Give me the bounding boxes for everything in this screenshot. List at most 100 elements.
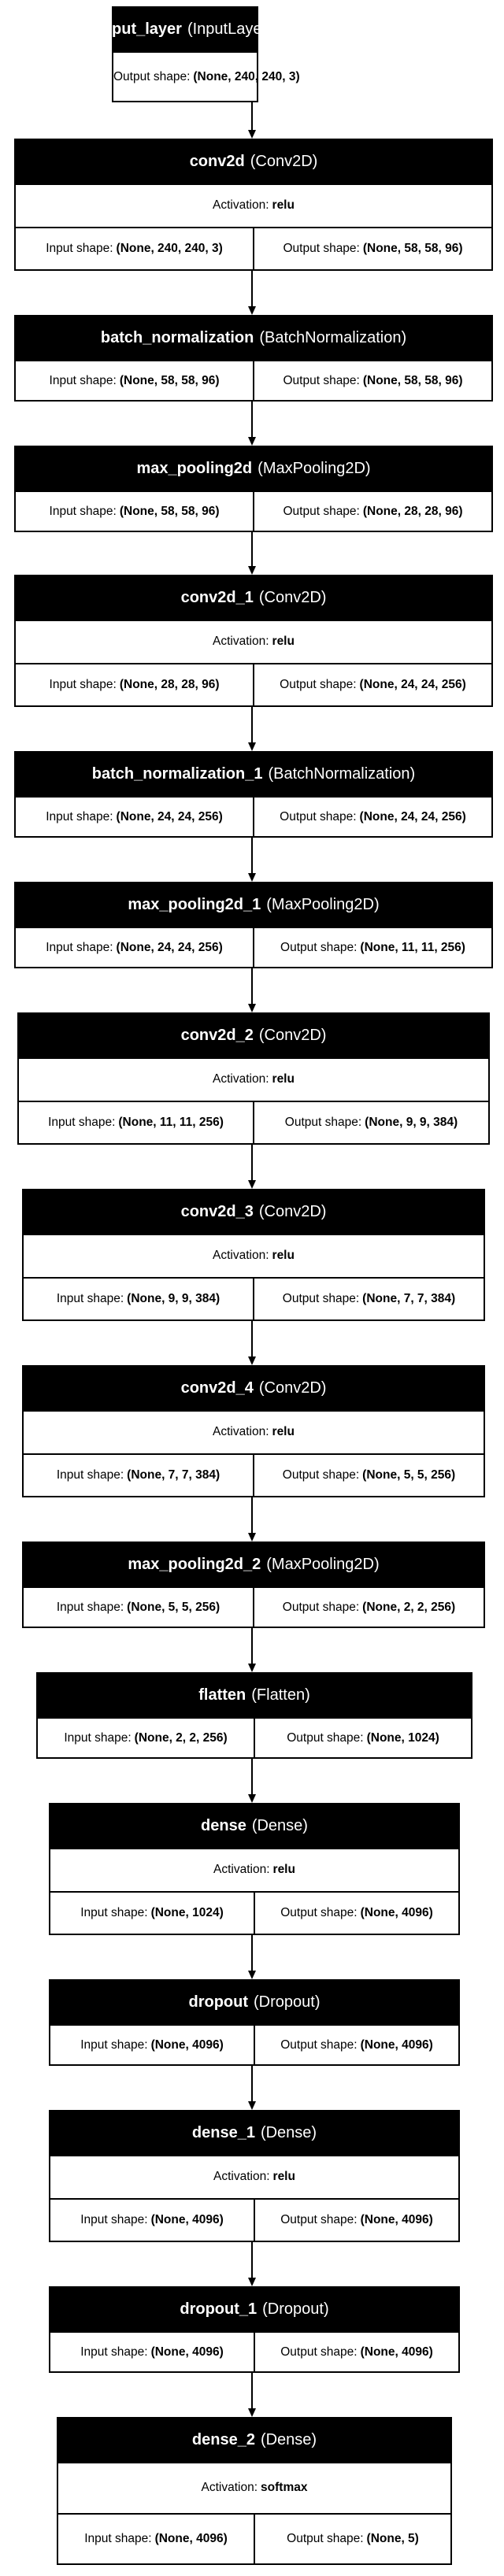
shape-row: Input shape:(None, 2, 2, 256)Output shap… [38, 1717, 471, 1757]
layer-header: flatten (Flatten) [38, 1674, 471, 1717]
shape-row: Input shape:(None, 28, 28, 96)Output sha… [16, 662, 491, 705]
layer-name: input_layer [98, 20, 182, 38]
input-shape-value: (None, 11, 11, 256) [118, 1115, 224, 1129]
input-shape-label: Input shape: [49, 677, 117, 691]
input-shape-cell: Input shape:(None, 7, 7, 384) [24, 1455, 253, 1497]
input-shape-value: (None, 2, 2, 256) [134, 1730, 228, 1745]
layer-class: (Conv2D) [258, 1379, 327, 1397]
activation-row: Activation:relu [24, 1234, 484, 1277]
output-shape-value: (None, 1024) [366, 1730, 439, 1745]
arrowhead-icon [248, 2408, 256, 2417]
shape-row: Input shape:(None, 4096)Output shape:(No… [50, 2331, 458, 2371]
arrowhead-icon [248, 742, 256, 751]
input-shape-label: Input shape: [46, 809, 113, 824]
layer-class: (Dropout) [254, 1993, 321, 2011]
input-shape-cell: Input shape:(None, 24, 24, 256) [16, 798, 253, 836]
shape-row: Input shape:(None, 9, 9, 384) Output shap… [24, 1276, 484, 1319]
activation-row: Activation:relu [19, 1057, 488, 1101]
input-shape-value: (None, 1024) [150, 1905, 224, 1919]
layer-name: max_pooling2d [136, 460, 253, 477]
arrowhead-icon [248, 1004, 256, 1012]
arrowhead-icon [248, 1356, 256, 1365]
input-shape-value: (None, 7, 7, 384) [127, 1468, 220, 1482]
output-shape-value: (None, 7, 7, 384) [362, 1291, 456, 1305]
input-shape-label: Input shape: [49, 504, 117, 518]
arrowhead-icon [248, 437, 256, 446]
output-shape-value: (None, 4096) [360, 1905, 433, 1919]
output-shape-label: Output shape: [283, 504, 360, 518]
layer-name: batch_normalization [100, 329, 254, 346]
input-shape-value: (None, 58, 58, 96) [119, 373, 220, 387]
activation-label: Activation: [213, 1249, 269, 1263]
layer-header: max_pooling2d (MaxPooling2D) [16, 447, 491, 490]
input-shape-cell: Input shape:(None, 4096) [58, 2515, 254, 2564]
layer-node-dropout: dropout(Dropout)Input shape:(None, 4096)… [49, 1979, 460, 2066]
layer-header: conv2d_1(Conv2D) [16, 576, 491, 620]
layer-class: (Conv2D) [258, 1203, 327, 1220]
output-shape-value: (None, 5, 5, 256) [362, 1468, 456, 1482]
input-shape-cell: Input shape:(None, 4096) [50, 2200, 254, 2241]
layer-node-dropout-1: dropout_1(Dropout)Input shape:(None, 409… [49, 2286, 460, 2373]
input-shape-label: Input shape: [46, 940, 113, 954]
input-shape-value: (None, 5, 5, 256) [127, 1600, 220, 1614]
input-shape-label: Input shape: [56, 1291, 124, 1305]
output-shape-label: Output shape: [280, 2345, 358, 2359]
activation-value: relu [272, 198, 295, 213]
input-shape-value: (None, 24, 24, 256) [116, 809, 223, 824]
activation-cell: Activation:relu [50, 2156, 458, 2198]
layer-name: conv2d_1 [180, 589, 254, 606]
shape-row: Input shape:(None, 24, 24, 256)Output sh… [16, 927, 491, 967]
output-shape-value: (None, 11, 11, 256) [360, 940, 465, 954]
arrowhead-icon [248, 130, 256, 139]
layer-name: dropout [188, 1993, 249, 2011]
output-shape-cell: Output shape:(None, 58, 58, 96) [253, 361, 491, 400]
layer-node-max-pooling2d: max_pooling2d (MaxPooling2D) Input shape:(… [14, 446, 493, 532]
input-shape-label: Input shape: [80, 2345, 148, 2359]
input-shape-value: (None, 58, 58, 96) [119, 504, 220, 518]
arrowhead-icon [248, 873, 256, 882]
output-shape-value: (None, 58, 58, 96) [362, 241, 463, 255]
layer-class: (Conv2D) [258, 589, 327, 606]
output-shape-label: Output shape: [284, 1115, 362, 1129]
output-shape-value: (None, 24, 24, 256) [359, 809, 466, 824]
layer-class: (MaxPooling2D) [258, 460, 371, 477]
layer-header: input_layer(InputLayer) [98, 8, 272, 51]
layer-class: (Dense) [260, 2124, 317, 2141]
output-shape-cell: Output shape:(None, 7, 7, 384) [253, 1278, 484, 1319]
layer-class: (Flatten) [251, 1686, 310, 1704]
shape-row: Input shape:(None, 240, 240, 3)Output sh… [16, 226, 491, 269]
arrowhead-icon [248, 306, 256, 315]
output-shape-label: Output shape: [287, 2531, 364, 2545]
activation-row: Activation:relu [50, 1848, 458, 1891]
layer-name: conv2d_2 [180, 1027, 254, 1044]
input-shape-cell: Input shape:(None, 11, 11, 256) [19, 1102, 253, 1144]
layer-name: flatten [198, 1686, 246, 1704]
layer-node-max-pooling2d-1: max_pooling2d_1(MaxPooling2D)Input shape… [14, 882, 493, 968]
output-shape-cell: Output shape:(None, 24, 24, 256) [253, 798, 491, 836]
layer-header: dense(Dense) [50, 1804, 458, 1848]
input-shape-value: (None, 9, 9, 384) [127, 1291, 220, 1305]
shape-row: Input shape:(None, 4096)Output shape:(No… [58, 2512, 450, 2564]
arrowhead-icon [248, 566, 256, 575]
shape-row: Input shape:(None, 1024)Output shape:(No… [50, 1890, 458, 1934]
activation-label: Activation: [213, 1863, 270, 1877]
output-shape-value: (None, 240, 240, 3) [193, 69, 300, 83]
input-shape-cell: Input shape:(None, 5, 5, 256) [24, 1588, 253, 1627]
output-shape-cell: Output shape:(None, 24, 24, 256) [253, 664, 491, 705]
shape-row: Input shape:(None, 58, 58, 96)Output sha… [16, 360, 491, 400]
layer-node-batch-normalization-1: batch_normalization_1(BatchNormalization… [14, 751, 493, 838]
layer-name: conv2d_3 [180, 1203, 254, 1220]
activation-row: Activation:relu [24, 1410, 484, 1453]
output-shape-label: Output shape: [282, 1291, 360, 1305]
input-shape-cell: Input shape:(None, 24, 24, 256) [16, 928, 253, 967]
arrowhead-icon [248, 1664, 256, 1672]
layer-name: max_pooling2d_1 [128, 896, 261, 913]
input-shape-label: Input shape: [56, 1600, 124, 1614]
input-shape-label: Input shape: [80, 1905, 148, 1919]
layer-node-flatten: flatten (Flatten) Input shape:(None, 2, 2,… [36, 1672, 472, 1759]
input-shape-cell: Input shape:(None, 58, 58, 96) [16, 361, 253, 400]
